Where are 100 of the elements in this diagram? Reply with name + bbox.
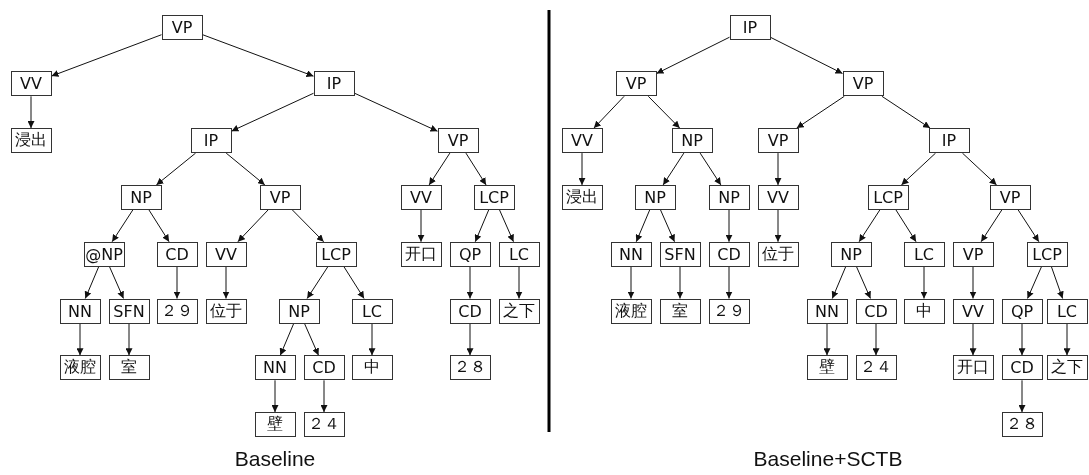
tree-caption: Baseline+SCTB [752, 447, 904, 471]
tree-node: CD [708, 241, 750, 267]
tree-node: 壁 [254, 412, 296, 438]
arrow [466, 266, 474, 299]
tree-node: CD [303, 355, 345, 381]
tree-node: VP [757, 128, 799, 154]
arrow [354, 92, 438, 132]
tree-node: 位于 [205, 298, 247, 324]
arrow [823, 323, 831, 356]
tree-node: VP [259, 184, 301, 210]
tree-node: LCP [867, 184, 909, 210]
arrow [343, 266, 365, 299]
arrow [961, 152, 998, 186]
arrow [856, 266, 871, 299]
tree-node: 浸出 [561, 184, 603, 210]
arrow [237, 209, 269, 243]
arrow [627, 266, 635, 299]
arrow [881, 95, 931, 129]
tree-node: 中 [351, 355, 393, 381]
arrow [51, 34, 162, 77]
arrow [969, 266, 977, 299]
tree-node: QP [449, 241, 491, 267]
arrow [1063, 323, 1071, 356]
arrow [635, 209, 651, 243]
tree-node: CD [156, 241, 198, 267]
tree-node: ２９ [156, 298, 198, 324]
tree-node: QP [1001, 298, 1043, 324]
tree-node: 室 [659, 298, 701, 324]
tree-node: NP [634, 184, 676, 210]
tree-node: NN [610, 241, 652, 267]
arrow [774, 209, 782, 243]
arrow [225, 152, 266, 186]
arrow [173, 266, 181, 299]
tree-node: CD [1001, 355, 1043, 381]
arrow [428, 152, 451, 186]
tree-node: 液腔 [610, 298, 652, 324]
arrow [466, 323, 474, 356]
arrow [76, 323, 84, 356]
tree-node: @NP [83, 241, 125, 267]
arrow [306, 266, 329, 299]
arrow [774, 152, 782, 186]
tree-node: VV [952, 298, 994, 324]
tree-node: 壁 [806, 355, 848, 381]
tree-node: ２８ [1001, 412, 1043, 438]
arrow [725, 266, 733, 299]
arrow [499, 209, 514, 243]
tree-node: VV [561, 128, 603, 154]
arrow [920, 266, 928, 299]
arrow [656, 36, 730, 75]
tree-node: 开口 [400, 241, 442, 267]
tree-node: LC [903, 241, 945, 267]
arrow [831, 266, 847, 299]
tree-node: CD [449, 298, 491, 324]
tree-node: VP [437, 128, 479, 154]
arrow [271, 379, 279, 413]
arrow [872, 323, 880, 356]
arrow [1018, 323, 1026, 356]
arrow [1017, 209, 1040, 243]
arrow [662, 152, 685, 186]
arrow [1050, 266, 1064, 299]
arrow [725, 209, 733, 243]
tree-node: 浸出 [10, 128, 52, 154]
arrow [148, 209, 170, 243]
tree-node: VP [989, 184, 1031, 210]
tree-node: VV [757, 184, 799, 210]
arrow [660, 209, 675, 243]
tree-node: VP [842, 71, 884, 97]
arrow [27, 95, 35, 129]
tree-node: LC [1046, 298, 1088, 324]
tree-node: VP [615, 71, 657, 97]
arrow [969, 323, 977, 356]
tree-node: LCP [473, 184, 515, 210]
arrow [111, 209, 134, 243]
tree-node: VP [161, 14, 203, 40]
tree-node: ２４ [303, 412, 345, 438]
arrow [1027, 266, 1042, 299]
tree-node: ２９ [708, 298, 750, 324]
arrow [465, 152, 487, 186]
tree-node: NP [708, 184, 750, 210]
arrow [770, 36, 843, 74]
arrow [155, 152, 197, 186]
tree-node: VP [952, 241, 994, 267]
arrow [858, 209, 881, 243]
arrow [417, 209, 425, 243]
tree-node: NN [254, 355, 296, 381]
arrow [279, 323, 295, 356]
tree-node: 中 [903, 298, 945, 324]
tree-node: NN [59, 298, 101, 324]
tree-node: CD [855, 298, 897, 324]
arrow [676, 266, 684, 299]
arrow [304, 323, 319, 356]
tree-node: IP [190, 128, 232, 154]
arrow [291, 209, 325, 243]
arrow [515, 266, 523, 299]
tree-node: NN [806, 298, 848, 324]
arrow [231, 92, 314, 132]
tree-node: 室 [108, 355, 150, 381]
tree-node: ２８ [449, 355, 491, 381]
tree-caption: Baseline [233, 447, 317, 471]
arrow [647, 95, 681, 129]
